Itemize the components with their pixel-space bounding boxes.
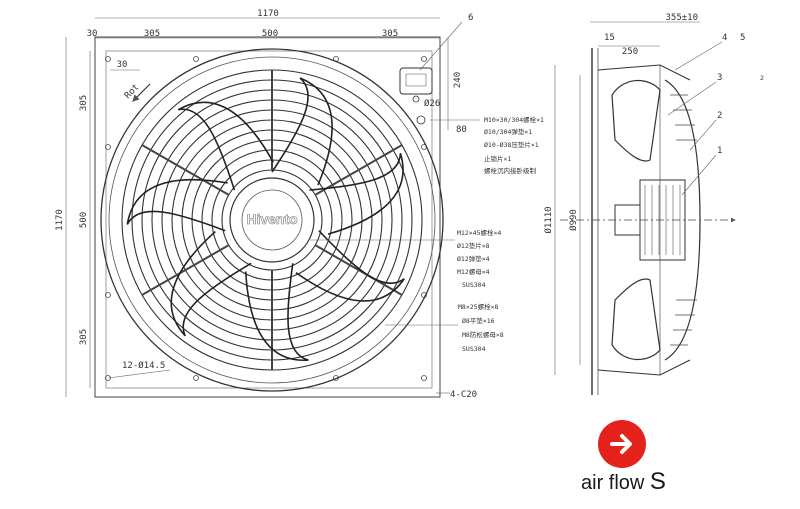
dim-offset-250: 250 <box>622 47 638 57</box>
airflow-text: air flow <box>581 472 645 494</box>
airflow-legend: air flow S <box>575 420 695 500</box>
front-view: Hivento Rot 1170 30 305 500 305 30 1170 … <box>55 9 544 400</box>
dim-flange: 15 <box>604 33 615 43</box>
dim-seg-right: 305 <box>382 29 398 39</box>
corner-note: 4-C20 <box>450 390 477 400</box>
fan-blade <box>177 101 274 191</box>
balloon-4: 4 <box>722 33 727 43</box>
terminal-box-inner <box>405 73 427 87</box>
balloon-3: 3 <box>717 73 722 83</box>
fan-blade <box>271 77 333 186</box>
note-mid-4: M12螺母×4 <box>457 267 490 276</box>
dim-seg-mid: 500 <box>262 29 278 39</box>
rotation-label: Rot <box>123 82 142 101</box>
note-mid-3: Ø12弹垫×4 <box>457 254 490 263</box>
airflow-suffix: S <box>649 468 666 495</box>
fan-blade <box>295 230 405 302</box>
notes-mid: M12×45螺栓×4 Ø12垫片×8 Ø12弹垫×4 M12螺母×4 SUS30… <box>310 228 501 289</box>
cable-gland <box>412 95 420 103</box>
fan-blade <box>309 153 404 235</box>
extra-mark: 2 <box>760 74 764 82</box>
dim-left-305-top: 305 <box>79 95 89 111</box>
blade-side-top <box>611 79 661 162</box>
dim-left-margin: 30 <box>87 29 98 39</box>
side-view: 355±10 15 250 Ø1110 Ø990 4 5 3 2 1 2 <box>543 13 764 395</box>
fan-blade <box>170 230 252 337</box>
arrow-right-circle-icon <box>598 420 646 468</box>
terminal-box <box>399 67 433 95</box>
note-bottom-1: M8×25螺栓×8 <box>458 302 498 311</box>
airflow-label: air flow S <box>581 468 666 496</box>
notes-top: M10×30/304螺栓×1 Ø10/304弹垫×1 Ø10-Ø38压垫片×1 … <box>430 115 544 175</box>
dim-right-240: 240 <box>453 72 463 88</box>
fan-blades <box>126 77 405 361</box>
note-mid-1: M12×45螺栓×4 <box>457 228 501 237</box>
balloon-1: 1 <box>717 146 722 156</box>
dim-overall-height: 1170 <box>55 209 65 231</box>
balloon-5: 5 <box>740 33 745 43</box>
note-mid-2: Ø12垫片×8 <box>457 241 490 250</box>
holes-note: 12-Ø14.5 <box>122 360 165 371</box>
earth-point <box>416 115 426 125</box>
notes-bottom: M8×25螺栓×8 Ø8平垫×16 M8防松螺母×8 SUS304 <box>385 302 504 353</box>
dim-hole-offset: 30 <box>117 60 128 70</box>
note-top-2: Ø10/304弹垫×1 <box>484 127 532 136</box>
dim-right-80: 80 <box>456 125 467 135</box>
venturi-outer-ring <box>100 48 444 392</box>
note-bottom-2: Ø8平垫×16 <box>462 316 495 325</box>
blade-side-bottom <box>611 278 661 361</box>
note-top-5: 螺栓沉内接卧级制 <box>484 166 537 175</box>
dim-left-500: 500 <box>79 212 89 228</box>
dim-terminal-dia: Ø26 <box>424 98 440 109</box>
brand-logo: Hivento <box>246 211 297 227</box>
balloon-6: 6 <box>468 13 473 23</box>
guard-side-wires <box>670 94 697 346</box>
note-mid-material: SUS304 <box>462 281 486 289</box>
dim-dia-1110: Ø1110 <box>543 206 554 233</box>
fan-blade <box>244 263 309 361</box>
balloon-2: 2 <box>717 111 722 121</box>
venturi-inner-ring <box>108 56 436 384</box>
dim-overall-width: 1170 <box>257 9 279 19</box>
grille-struts <box>141 70 403 370</box>
hub-inner <box>241 189 303 251</box>
outer-frame <box>94 36 441 398</box>
note-top-1: M10×30/304螺栓×1 <box>484 115 544 124</box>
note-bottom-3: M8防松螺母×8 <box>462 330 504 339</box>
fan-blade <box>126 178 228 232</box>
note-bottom-material: SUS304 <box>462 345 486 353</box>
note-top-4: 止锁片×1 <box>484 154 511 163</box>
dim-dia-990: Ø990 <box>568 209 579 231</box>
inner-frame <box>105 50 433 389</box>
dim-seg-left: 305 <box>144 29 160 39</box>
dim-depth: 355±10 <box>665 13 698 23</box>
rotation-arrow <box>132 83 151 102</box>
note-top-3: Ø10-Ø38压垫片×1 <box>484 140 539 149</box>
dim-left-305-bottom: 305 <box>79 329 89 345</box>
